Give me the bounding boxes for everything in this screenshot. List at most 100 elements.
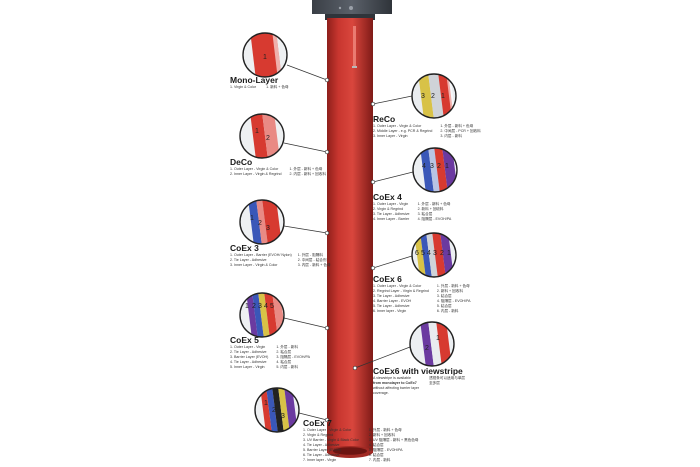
coex6-magnifier bbox=[411, 232, 457, 278]
coex4-block: CoEx 4 1. Outer Layer - Virgin 2. Virgin… bbox=[373, 192, 451, 222]
coex6-cn-4: 4. 阻隔层 - EVOH/PA bbox=[436, 299, 471, 303]
coex6-number-6: 6 bbox=[415, 250, 419, 257]
coex7-en-2: 2. Virgin & Regrind bbox=[303, 433, 334, 437]
coex5-en-4: 4. Tie Layer - Adhesive bbox=[230, 360, 267, 364]
coex7-en-5: 5. Barrier Layer (EVOH) bbox=[303, 448, 342, 452]
coex5-en-5: 5. Inner Layer - Virgin bbox=[230, 365, 265, 369]
reco-title: ReCo bbox=[373, 114, 396, 124]
coex7-en-3: 3. UV Barrier - Virgin & Black Color bbox=[303, 438, 359, 442]
coex3-cn-2: 2. 中间层 - 粘合剂 bbox=[297, 258, 327, 262]
coex6-number-5: 5 bbox=[421, 250, 425, 257]
coex4-number-4: 4 bbox=[422, 163, 426, 170]
magnifier-numbers: 3 2 1 1 2 4 3 2 1 1 2 3 6 5 4 3 2 1 1 2 … bbox=[245, 93, 451, 420]
coex4-en-4: 4. Inner Layer - Barrier bbox=[373, 217, 410, 221]
coex7-cn-3: 3. UV 阻隔层 - 新料 + 黑色色母 bbox=[368, 438, 419, 442]
coex5-cn-5: 5. 内层 - 新料 bbox=[276, 365, 298, 369]
coex7-number-1: 1 bbox=[264, 400, 268, 407]
reco-cn-1: 1. 外层 - 新料 + 色母 bbox=[440, 124, 474, 128]
coex6-number-1: 1 bbox=[447, 250, 451, 257]
coex6-en-2: 2. Regrind Layer - Virgin & Regrind bbox=[373, 289, 429, 293]
coex5-number-1: 1 bbox=[245, 303, 249, 310]
coex7-magnifier bbox=[254, 387, 300, 433]
coex7-cn-7: 7. 内层 - 新料 bbox=[368, 458, 391, 462]
coex6-number-3: 3 bbox=[433, 250, 437, 257]
deco-en-1: 1. Outer Layer - Virgin & Color bbox=[230, 167, 279, 171]
coex4-en-1: 1. Outer Layer - Virgin bbox=[373, 202, 409, 206]
coex6-cn-1: 1. 外层 - 新料 + 色母 bbox=[436, 284, 470, 288]
coex6-block: CoEx 6 1. Outer Layer - Virgin & Color 2… bbox=[373, 274, 471, 314]
viewstripe-en-2: from monolayer to CoEx7 bbox=[373, 381, 417, 385]
reco-en-1: 1. Outer Layer - Virgin & Color bbox=[373, 124, 422, 128]
coex3-en-1: 1. Outer Layer - Barrier (EVOH/ Nylon) bbox=[230, 253, 292, 257]
coex6-cn-5: 5. 粘合层 bbox=[436, 304, 452, 308]
coex3-number-3: 3 bbox=[266, 225, 270, 232]
reco-number-3: 3 bbox=[421, 93, 425, 100]
coex4-number-3: 3 bbox=[430, 163, 434, 170]
pipe bbox=[327, 18, 373, 458]
coex5-number-3: 3 bbox=[258, 303, 262, 310]
coex6-cn-3: 3. 粘合层 bbox=[436, 294, 452, 298]
reco-number-1: 1 bbox=[441, 93, 445, 100]
coex7-cn-2: 2. 新料 + 回收料 bbox=[368, 433, 395, 437]
coex5-block: CoEx 5 1. Outer Layer - Virgin 2. Tie La… bbox=[230, 335, 310, 370]
coex6-title: CoEx 6 bbox=[373, 274, 402, 284]
viewstripe-number-1: 1 bbox=[436, 335, 440, 342]
coex5-cn-1: 1. 外层 - 新料 bbox=[276, 345, 298, 349]
coex5-cn-4: 4. 粘合层 bbox=[276, 360, 292, 364]
coex3-cn-1: 1. 外层 - 阻隔料 bbox=[297, 253, 323, 257]
coex6-viewstripe-magnifier bbox=[409, 321, 455, 367]
coex7-en-1: 1. Outer Layer - Virgin & Color bbox=[303, 428, 352, 432]
coex7-cn-1: 1. 外层 - 新料 + 色母 bbox=[368, 428, 402, 432]
connector-lines bbox=[283, 64, 414, 423]
coex7-cn-5: 5. 阻隔层 - EVOH/PA bbox=[368, 448, 403, 452]
deco-number-1: 1 bbox=[255, 128, 259, 135]
coex7-block: CoEx 7 1. Outer Layer - Virgin & Color 2… bbox=[303, 418, 418, 463]
reco-en-3: 3. Inner Layer - Virgin bbox=[373, 134, 408, 138]
coex4-cn-2: 2. 新料 + 回收料 bbox=[417, 207, 444, 211]
coex6-cn-2: 2. 新料 + 回收料 bbox=[436, 289, 463, 293]
deco-en-2: 2. Inner Layer - Virgin & Regrind bbox=[230, 172, 282, 176]
deco-number-2: 2 bbox=[266, 135, 270, 142]
deco-cn-2: 2. 内层 - 新料 + 回收料 bbox=[289, 172, 326, 176]
coex6-en-3: 3. Tie Layer - Adhesive bbox=[373, 294, 410, 298]
coex3-number-1: 1 bbox=[250, 215, 254, 222]
coex6-en-5: 5. Tie Layer - Adhesive bbox=[373, 304, 410, 308]
coex6-viewstripe-title: CoEx6 with viewstripe bbox=[373, 366, 463, 376]
layer-number: 1 bbox=[263, 54, 267, 61]
coex6-en-6: 6. Inner layer - Virgin bbox=[373, 309, 407, 313]
coex3-cn-3: 3. 内层 - 新料 + 色母 bbox=[297, 263, 331, 267]
coex4-cn-4: 4. 阻隔层 - EVOH/PA bbox=[417, 217, 452, 221]
deco-magnifier bbox=[239, 113, 285, 159]
viewstripe-cn-1: 透视条可以适用与单层 bbox=[429, 376, 466, 380]
reco-number-2: 2 bbox=[431, 93, 435, 100]
coex5-cn-2: 2. 粘合层 bbox=[276, 350, 292, 354]
coex3-magnifier bbox=[239, 199, 285, 245]
mono-en-1: 1. Virgin & Color bbox=[230, 85, 257, 89]
coex4-number-1: 1 bbox=[445, 163, 449, 170]
viewstripe-en-1: A viewstripe is available bbox=[373, 376, 411, 380]
deco-block: DeCo 1. Outer Layer - Virgin & Color 2. … bbox=[230, 157, 326, 177]
coex6-number-2: 2 bbox=[440, 250, 444, 257]
reco-cn-3: 3. 内层 - 新料 bbox=[440, 134, 462, 138]
coex3-title: CoEx 3 bbox=[230, 243, 259, 253]
mono-layer-magnifier: 1 bbox=[242, 32, 288, 78]
coex5-number-5: 5 bbox=[270, 303, 274, 310]
reco-cn-2: 2. 中间层 - PCR + 回收料 bbox=[440, 129, 481, 133]
coex4-magnifier bbox=[412, 147, 458, 193]
mono-cn-1: 1. 新料 + 色母 bbox=[266, 85, 289, 89]
coex5-cn-3: 3. 阻隔层 - EVOH/PA bbox=[276, 355, 311, 359]
coex4-title: CoEx 4 bbox=[373, 192, 402, 202]
coex7-cn-6: 6. 粘合层 bbox=[368, 453, 384, 457]
mono-layer-block: Mono-Layer 1. Virgin & Color 1. 新料 + 色母 bbox=[230, 75, 289, 90]
viewstripe-en-3: without affecting barrier layer bbox=[373, 386, 420, 390]
reco-block: ReCo 1. Outer Layer - Virgin & Color 2. … bbox=[373, 114, 481, 139]
coex6-number-4: 4 bbox=[427, 250, 431, 257]
coex7-title: CoEx 7 bbox=[303, 418, 332, 428]
top-fitting bbox=[312, 0, 392, 20]
coex5-en-3: 3. Barrier Layer (EVOH) bbox=[230, 355, 269, 359]
coex4-en-3: 3. Tie Layer - Adhesive bbox=[373, 212, 410, 216]
coex4-number-2: 2 bbox=[437, 163, 441, 170]
coex7-en-6: 6. Tie Layer - Adhesive bbox=[303, 453, 340, 457]
coex4-cn-3: 3. 粘合层 bbox=[417, 212, 433, 216]
coex7-number-2: 2 bbox=[272, 407, 276, 414]
